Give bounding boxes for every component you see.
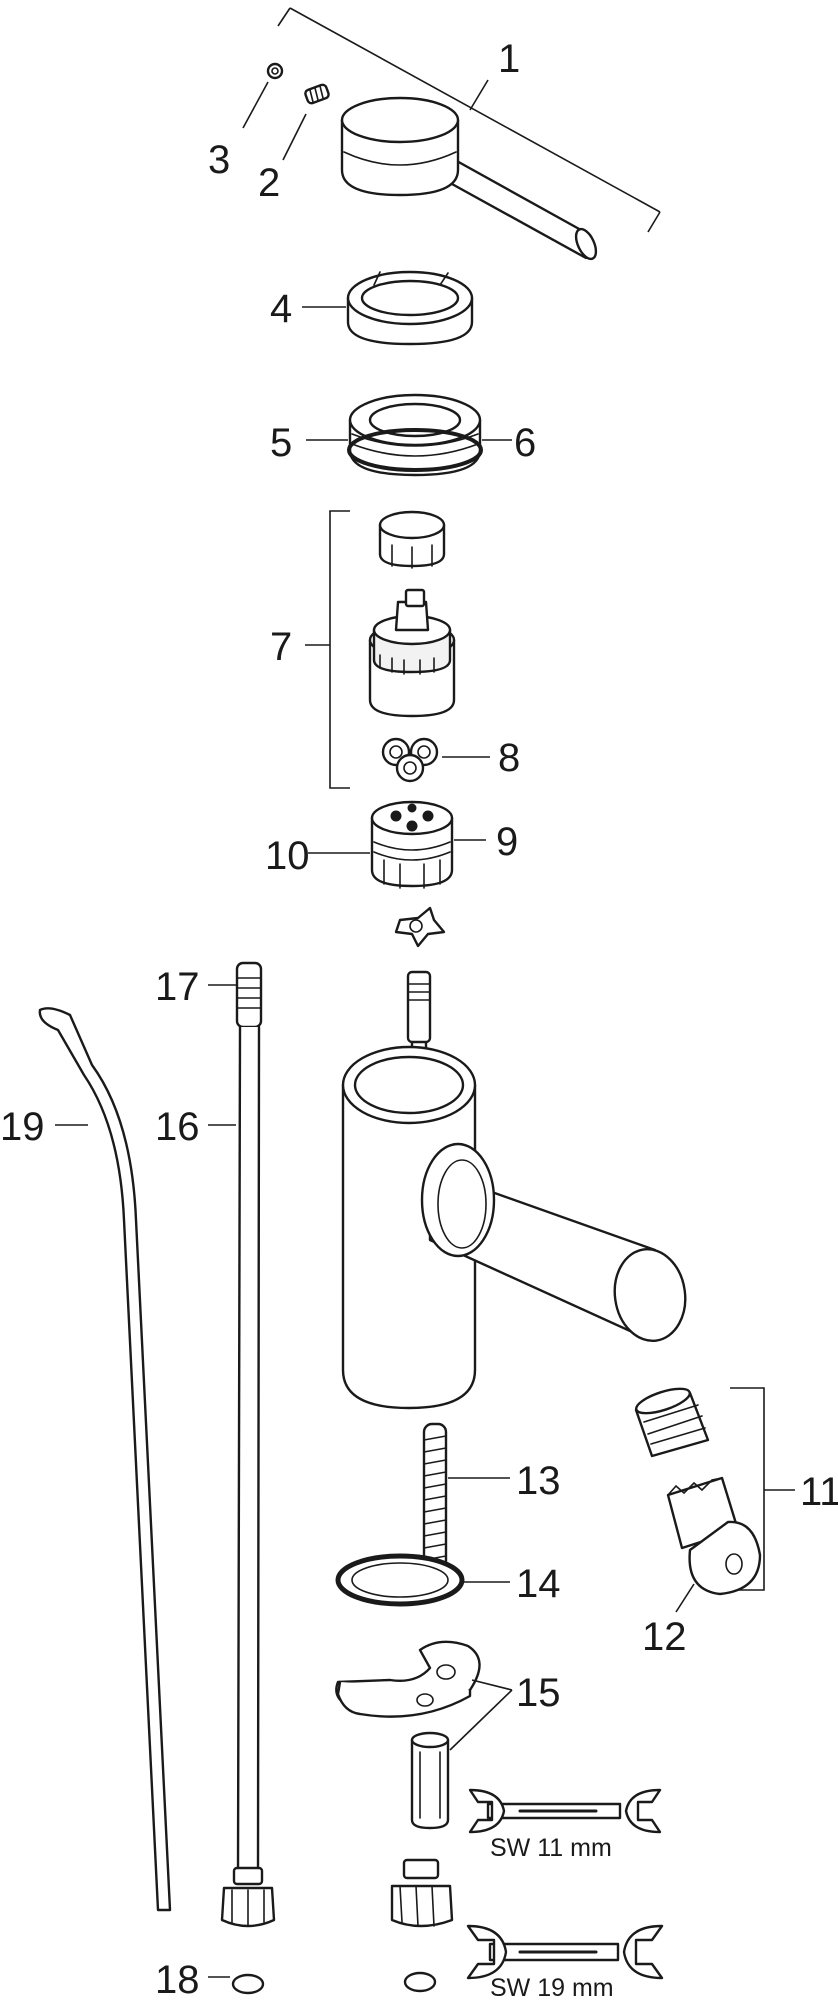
cap-plug — [242, 62, 284, 129]
star-spacer — [394, 906, 446, 948]
check-valve-unit — [308, 800, 486, 889]
inlet-fitting-right — [390, 1858, 454, 1993]
wrench-large-icon — [466, 1924, 664, 1980]
wrench-small-label: SW 11 mm — [490, 1834, 612, 1862]
callout-7: 7 — [270, 625, 292, 669]
grub-screw — [282, 83, 330, 161]
handle-lever — [277, 7, 661, 261]
cover-ring — [302, 270, 474, 346]
fixing-set — [335, 1640, 513, 1830]
callout-3: 3 — [208, 138, 230, 182]
callout-6: 6 — [514, 421, 536, 465]
threaded-nut — [306, 393, 512, 477]
callout-9: 9 — [496, 820, 518, 864]
tap-body — [341, 970, 687, 1410]
flexible-hose — [208, 961, 276, 1995]
callout-11: 11 — [800, 1470, 838, 1514]
callout-16: 16 — [155, 1105, 200, 1149]
wrench-large-label: SW 19 mm — [490, 1974, 614, 2000]
callout-17: 17 — [155, 965, 200, 1009]
callout-8: 8 — [498, 736, 520, 780]
callout-19: 19 — [0, 1105, 45, 1149]
callout-18: 18 — [155, 1958, 200, 2000]
callout-13: 13 — [516, 1459, 561, 1503]
callout-1: 1 — [498, 37, 520, 81]
seal-set — [381, 737, 490, 783]
wrench-small-icon — [468, 1788, 662, 1834]
callout-15: 15 — [516, 1671, 561, 1715]
callout-12: 12 — [642, 1615, 687, 1659]
base-gasket — [335, 1553, 510, 1607]
callout-4: 4 — [270, 287, 292, 331]
aerator-assembly — [634, 1387, 795, 1613]
callout-5: 5 — [270, 421, 292, 465]
callout-2: 2 — [258, 161, 280, 205]
callout-14: 14 — [516, 1562, 561, 1606]
threaded-rod — [422, 1422, 510, 1576]
cartridge-assembly — [305, 510, 456, 789]
pull-rod — [38, 1007, 172, 1912]
callout-10: 10 — [265, 834, 310, 878]
